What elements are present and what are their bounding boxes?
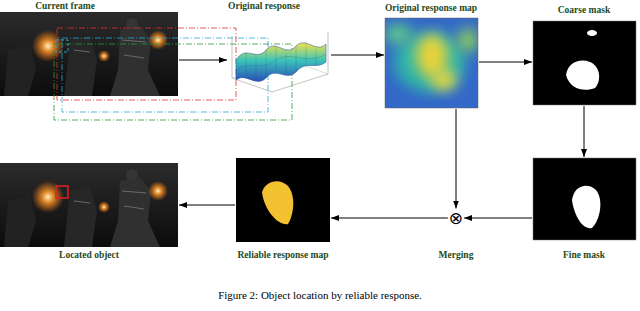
panel-node: Original response	[228, 1, 330, 95]
flow-arrow	[464, 218, 532, 219]
panel-label: Fine mask	[563, 250, 605, 261]
flow-arrow	[456, 109, 457, 209]
panel-node: Reliable response map	[236, 158, 330, 261]
panel-node: Current frame	[0, 1, 178, 96]
merge-operator: ⊗	[449, 210, 463, 227]
image-area	[385, 18, 478, 108]
panel-label: Original response	[228, 1, 300, 12]
image-area	[236, 158, 330, 242]
flow-arrow	[584, 106, 585, 157]
image-area	[533, 158, 636, 240]
flow-arrow	[479, 62, 532, 63]
panel-label: Located object	[59, 250, 119, 261]
merge-node: ⊗ Merging	[439, 210, 474, 261]
panel-label: Original response map	[385, 3, 477, 14]
flow-arrow	[331, 218, 448, 219]
image-area	[228, 15, 330, 95]
image-area	[0, 12, 178, 96]
panel-node: Original response map	[385, 3, 478, 108]
panel-node: Coarse mask	[533, 5, 636, 105]
figure-caption: Figure 2: Object location by reliable re…	[218, 289, 422, 302]
image-area	[0, 163, 178, 245]
flow-arrow	[179, 205, 235, 206]
image-area	[533, 21, 636, 105]
flow-arrow	[179, 60, 227, 61]
flow-arrow	[331, 55, 384, 56]
panel-node: Fine mask	[533, 158, 636, 261]
panel-label: Reliable response map	[237, 250, 328, 261]
panel-label: Current frame	[35, 1, 95, 12]
panel-label: Merging	[439, 250, 474, 261]
panel-node: Located object	[0, 163, 178, 261]
panel-label: Coarse mask	[558, 5, 611, 16]
